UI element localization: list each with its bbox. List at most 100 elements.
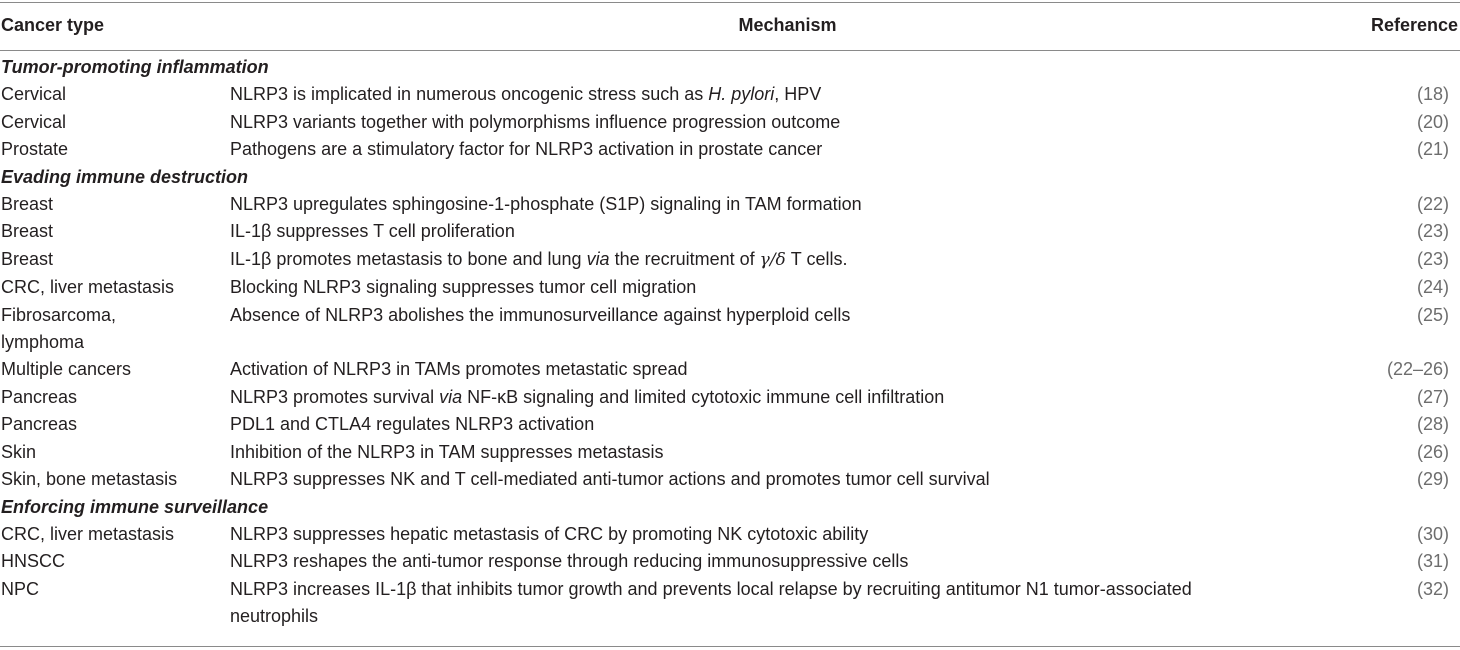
reference-cell: (22–26) bbox=[1386, 359, 1449, 380]
mechanism-cell: NLRP3 reshapes the anti-tumor response t… bbox=[230, 548, 1320, 575]
section-heading-row: Evading immune destruction bbox=[0, 164, 1460, 191]
mechanism-cell: PDL1 and CTLA4 regulates NLRP3 activatio… bbox=[230, 411, 1320, 438]
cancer-type-text: Fibrosarcoma, bbox=[1, 304, 117, 325]
cancer-type-cell: Cervical bbox=[0, 109, 230, 136]
mechanism-text: NLRP3 reshapes the anti-tumor response t… bbox=[230, 551, 909, 572]
cancer-type-cell: Breast bbox=[0, 218, 230, 245]
reference-cell: (28) bbox=[1416, 414, 1449, 435]
cancer-type-text: lymphoma bbox=[1, 332, 85, 353]
cancer-type-cell: Fibrosarcoma, lymphoma bbox=[0, 302, 230, 357]
section-title: Enforcing immune surveillance bbox=[1, 496, 269, 517]
reference-cell: (27) bbox=[1416, 386, 1449, 407]
cancer-type-cell: Breast bbox=[0, 246, 230, 273]
mechanism-text: IL-1β promotes metastasis to bone and lu… bbox=[230, 248, 848, 270]
table-row: Cervical NLRP3 variants together with pol… bbox=[0, 109, 1460, 136]
mechanism-cell: NLRP3 promotes survival via NF-κB signal… bbox=[230, 384, 1320, 411]
cancer-type-text: CRC, liver metastasis bbox=[1, 523, 175, 544]
mechanism-text: NLRP3 suppresses NK and T cell-mediated … bbox=[230, 469, 990, 490]
cancer-type-text: CRC, liver metastasis bbox=[1, 277, 175, 298]
mechanism-cell: NLRP3 upregulates sphingosine-1-phosphat… bbox=[230, 191, 1320, 218]
mechanism-text: NLRP3 upregulates sphingosine-1-phosphat… bbox=[230, 194, 862, 215]
mechanism-cell: NLRP3 is implicated in numerous oncogeni… bbox=[230, 81, 1320, 108]
table-row: Breast IL-1β suppresses T cell proliferat… bbox=[0, 218, 1460, 245]
mechanism-text: NLRP3 promotes survival via NF-κB signal… bbox=[230, 386, 945, 407]
reference-cell: (23) bbox=[1416, 248, 1449, 269]
mechanism-cell: Inhibition of the NLRP3 in TAM suppresse… bbox=[230, 439, 1320, 466]
table-row: Pancreas NLRP3 promotes survival via NF-κ… bbox=[0, 384, 1460, 411]
table-row: NPC NLRP3 increases IL-1β that inhibits t… bbox=[0, 576, 1460, 631]
reference-cell: (29) bbox=[1416, 469, 1449, 490]
header-reference: Reference bbox=[1370, 15, 1458, 35]
mechanism-text: Activation of NLRP3 in TAMs promotes met… bbox=[230, 359, 688, 380]
mechanism-cell: Blocking NLRP3 signaling suppresses tumo… bbox=[230, 274, 1320, 301]
cancer-type-cell: CRC, liver metastasis bbox=[0, 521, 230, 548]
mechanism-cell: Absence of NLRP3 abolishes the immunosur… bbox=[230, 302, 1320, 329]
table-row: Breast IL-1β promotes metastasis to bone … bbox=[0, 246, 1460, 274]
cancer-type-cell: Skin, bone metastasis bbox=[0, 466, 230, 493]
cancer-type-text: Skin, bone metastasis bbox=[1, 469, 178, 490]
cancer-type-cell: Prostate bbox=[0, 136, 230, 163]
reference-cell: (26) bbox=[1416, 441, 1449, 462]
header-rule bbox=[0, 50, 1460, 51]
mechanism-text: PDL1 and CTLA4 regulates NLRP3 activatio… bbox=[230, 414, 595, 435]
table-row: Multiple cancers Activation of NLRP3 in T… bbox=[0, 356, 1460, 383]
table-row: Skin, bone metastasis NLRP3 suppresses NK… bbox=[0, 466, 1460, 493]
mechanism-text: neutrophils bbox=[230, 606, 319, 627]
cancer-type-text: Pancreas bbox=[1, 386, 78, 407]
mechanism-cell: NLRP3 suppresses hepatic metastasis of C… bbox=[230, 521, 1320, 548]
section-heading-row: Enforcing immune surveillance bbox=[0, 494, 1460, 521]
reference-cell: (30) bbox=[1416, 523, 1449, 544]
mechanism-text: NLRP3 variants together with polymorphis… bbox=[230, 111, 841, 132]
cancer-type-cell: Skin bbox=[0, 439, 230, 466]
reference-cell: (31) bbox=[1416, 551, 1449, 572]
cancer-type-cell: NPC bbox=[0, 576, 230, 603]
header-cancer-type: Cancer type bbox=[1, 15, 105, 35]
reference-cell: (21) bbox=[1416, 139, 1449, 160]
cancer-type-cell: Pancreas bbox=[0, 411, 230, 438]
cancer-type-cell: Breast bbox=[0, 191, 230, 218]
cancer-type-text: Breast bbox=[1, 248, 54, 269]
mechanism-cell: Activation of NLRP3 in TAMs promotes met… bbox=[230, 356, 1320, 383]
mechanism-cell: NLRP3 increases IL-1β that inhibits tumo… bbox=[230, 576, 1320, 631]
mechanism-text: NLRP3 increases IL-1β that inhibits tumo… bbox=[230, 578, 1192, 599]
mechanism-cell: IL-1β suppresses T cell proliferation bbox=[230, 218, 1320, 245]
cancer-type-cell: Pancreas bbox=[0, 384, 230, 411]
header-mechanism: Mechanism bbox=[738, 15, 837, 35]
reference-cell: (22) bbox=[1416, 194, 1449, 215]
table-row: Fibrosarcoma, lymphoma Absence of NLRP3 ab… bbox=[0, 302, 1460, 357]
cancer-type-cell: HNSCC bbox=[0, 548, 230, 575]
mechanism-text: NLRP3 suppresses hepatic metastasis of C… bbox=[230, 523, 869, 544]
cancer-type-cell: CRC, liver metastasis bbox=[0, 274, 230, 301]
table-bottom-rule bbox=[0, 646, 1460, 647]
mechanism-text: NLRP3 is implicated in numerous oncogeni… bbox=[230, 84, 822, 105]
cancer-type-cell: Multiple cancers bbox=[0, 356, 230, 383]
cancer-type-text: NPC bbox=[1, 578, 40, 599]
section-title: Tumor-promoting inflammation bbox=[1, 57, 269, 77]
cancer-type-text: Breast bbox=[1, 221, 54, 242]
cancer-type-text: Cervical bbox=[1, 111, 67, 132]
mechanism-cell: IL-1β promotes metastasis to bone and lu… bbox=[230, 246, 1320, 274]
reference-cell: (24) bbox=[1416, 277, 1449, 298]
section-heading-row: Tumor-promoting inflammation bbox=[0, 54, 1460, 81]
reference-cell: (32) bbox=[1416, 578, 1449, 599]
cancer-type-text: HNSCC bbox=[1, 551, 66, 572]
mechanism-cell: Pathogens are a stimulatory factor for N… bbox=[230, 136, 1320, 163]
cancer-type-text: Multiple cancers bbox=[1, 359, 132, 380]
table-row: HNSCC NLRP3 reshapes the anti-tumor respo… bbox=[0, 548, 1460, 575]
reference-cell: (23) bbox=[1416, 221, 1449, 242]
table-row: Breast NLRP3 upregulates sphingosine-1-ph… bbox=[0, 191, 1460, 218]
cancer-type-text: Breast bbox=[1, 194, 54, 215]
mechanism-cell: NLRP3 suppresses NK and T cell-mediated … bbox=[230, 466, 1320, 493]
reference-cell: (18) bbox=[1416, 84, 1449, 105]
mechanism-text: Inhibition of the NLRP3 in TAM suppresse… bbox=[230, 441, 664, 462]
mechanism-text: Blocking NLRP3 signaling suppresses tumo… bbox=[230, 277, 697, 298]
mechanism-text: Pathogens are a stimulatory factor for N… bbox=[230, 139, 823, 160]
reference-cell: (25) bbox=[1416, 304, 1449, 325]
table-row: CRC, liver metastasis NLRP3 suppresses he… bbox=[0, 521, 1460, 548]
cancer-type-text: Skin bbox=[1, 441, 37, 462]
table-row: CRC, liver metastasis Blocking NLRP3 sign… bbox=[0, 274, 1460, 301]
